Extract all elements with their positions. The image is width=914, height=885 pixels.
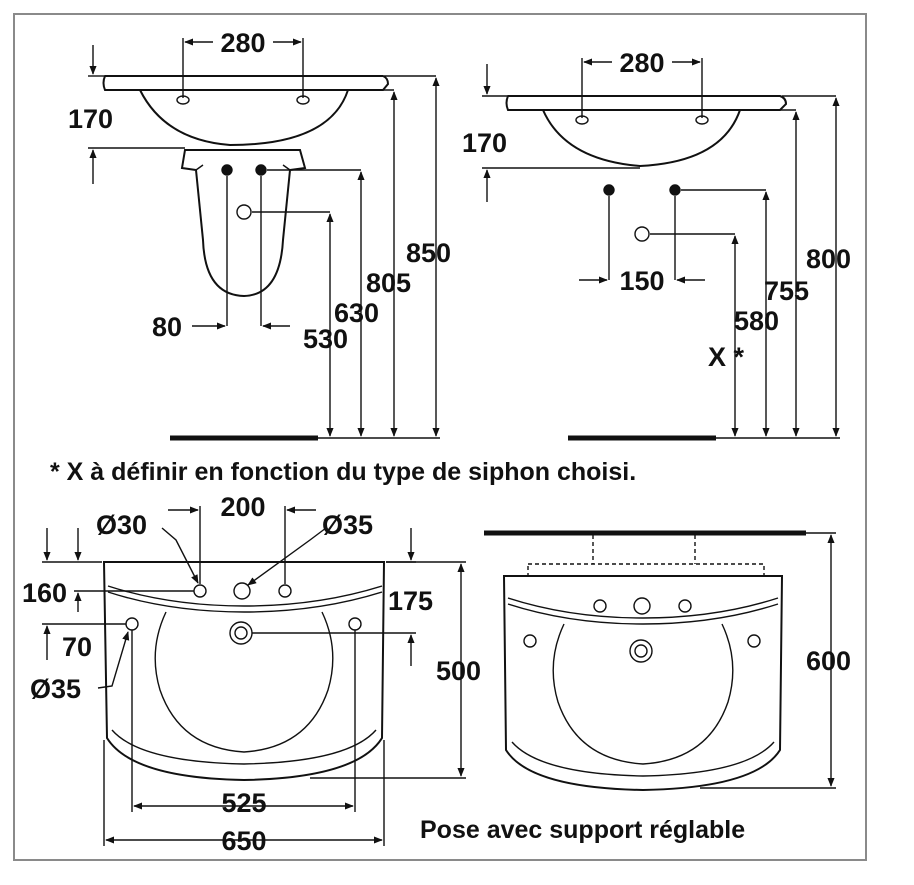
dim-depth-600: 600 [806, 646, 851, 676]
basin-outline [102, 561, 386, 782]
dim-drain-spacing: 150 [619, 266, 664, 296]
front-curve [511, 741, 775, 777]
dim-h-supply: 580 [734, 306, 779, 336]
supply-point [221, 164, 233, 176]
hole-small [678, 599, 692, 613]
dim-width-525: 525 [221, 788, 266, 818]
supply-point [255, 164, 267, 176]
side-hole [125, 617, 139, 631]
pedestal-edge [195, 164, 204, 171]
side-view-wall-labels: 280 170 150 X * 580 755 800 [462, 48, 851, 372]
top-view [42, 506, 466, 846]
basin-bowl [139, 89, 349, 147]
trap-outlet [634, 226, 650, 242]
basin-bowl [542, 109, 741, 168]
pedestal-edge [282, 164, 291, 171]
side-hole [348, 617, 362, 631]
deck-curve [507, 597, 779, 619]
dim-tap-spacing: 200 [220, 492, 265, 522]
dim-side-hole: Ø35 [30, 674, 81, 704]
top-view-labels: 200 Ø30 Ø35 160 70 Ø35 175 500 525 650 [22, 492, 481, 856]
dim-h-total: 850 [406, 238, 451, 268]
basin-outline [502, 575, 784, 792]
drain-inner [234, 626, 248, 640]
hole-small [593, 599, 607, 613]
dim-h-total: 800 [806, 244, 851, 274]
drawing-frame [13, 13, 867, 861]
dim-h-rim-low: 805 [366, 268, 411, 298]
hole-tap [633, 597, 651, 615]
dim-hole-spacing: 280 [220, 28, 265, 58]
bowl [154, 611, 334, 753]
side-view-pedestal-labels: 280 170 80 530 630 805 850 [68, 28, 451, 354]
dim-h-trap: X * [708, 342, 745, 372]
dim-hole-tap: Ø35 [322, 510, 373, 540]
dim-depth-500: 500 [436, 656, 481, 686]
deck-curve [107, 585, 383, 607]
leader [97, 631, 130, 689]
top-view-support [484, 530, 836, 792]
deck-curve [507, 603, 779, 625]
drain-inner [634, 644, 648, 658]
dim-h-rim-low: 755 [764, 276, 809, 306]
supply-point [603, 184, 615, 196]
support-plate [527, 563, 765, 577]
hole-small [193, 584, 207, 598]
dim-hole-small: Ø30 [96, 510, 147, 540]
hole-small [278, 584, 292, 598]
hole-tap [233, 582, 251, 600]
leader [247, 527, 327, 586]
footnote: * X à définir en fonction du type de sip… [50, 458, 636, 486]
dim-depth: 170 [68, 104, 113, 134]
trap-outlet [236, 204, 252, 220]
dim-70: 70 [62, 632, 92, 662]
top-view-support-labels: 600 Pose avec support réglable [420, 646, 851, 844]
supply-point [669, 184, 681, 196]
dim-175: 175 [388, 586, 433, 616]
basin-rim [505, 95, 788, 111]
bowl [552, 623, 734, 765]
drain [629, 639, 653, 663]
side-view-pedestal [88, 38, 440, 441]
dim-h-trap: 530 [303, 324, 348, 354]
dim-160: 160 [22, 578, 67, 608]
leader [161, 527, 199, 584]
side-hole [747, 634, 761, 648]
deck-curve [107, 591, 383, 613]
dim-depth: 170 [462, 128, 507, 158]
side-view-wall [482, 58, 840, 441]
support-bracket [592, 535, 696, 564]
drain [229, 621, 253, 645]
dim-hole-spacing: 280 [619, 48, 664, 78]
dim-h-supply: 630 [334, 298, 379, 328]
pedestal [180, 149, 307, 298]
front-curve [111, 729, 377, 765]
caption: Pose avec support réglable [420, 816, 745, 844]
basin-rim [102, 75, 390, 91]
dim-width-650: 650 [221, 826, 266, 856]
side-hole [523, 634, 537, 648]
dim-drain-spacing: 80 [152, 312, 182, 342]
